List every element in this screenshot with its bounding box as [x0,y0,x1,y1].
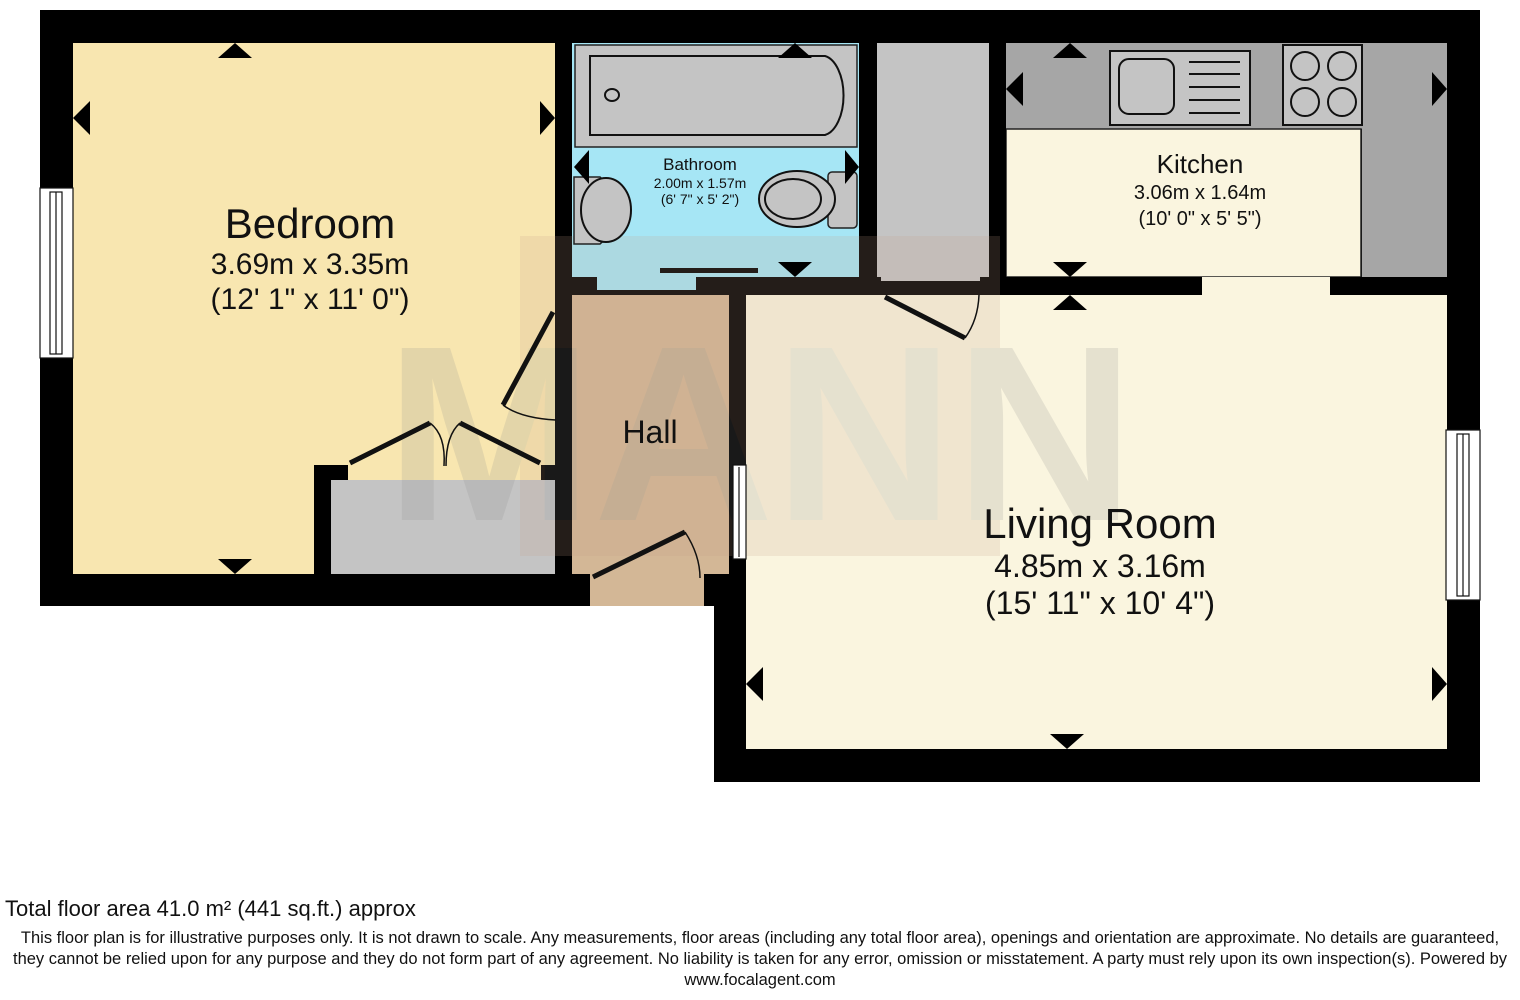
room-name: Hall [622,414,678,450]
room-dimensions-metric: 2.00m x 1.57m [653,174,747,191]
wardrobe [331,480,555,574]
doors [348,294,980,580]
room-dimensions-imperial: (6' 7" x 5' 2") [660,191,740,208]
hall-floor [572,295,729,574]
hob-fixture [1282,44,1363,126]
room-dimensions-imperial: (10' 0" x 5' 5") [1138,207,1262,230]
dimension-arrow-icons [73,43,1447,749]
storage-cupboard [877,43,989,281]
bath-fixture [574,44,858,148]
living-room-floor [746,295,1447,749]
room-label-bathroom: Bathroom 2.00m x 1.57m (6' 7" x 5' 2") [620,155,780,208]
floor-plan: MANN [39,10,1481,782]
svg-text:MANN: MANN [385,294,1135,573]
room-name: Kitchen [1156,149,1244,179]
room-label-kitchen: Kitchen 3.06m x 1.64m (10' 0" x 5' 5") [1090,149,1310,232]
room-dimensions-metric: 4.85m x 3.16m [994,548,1206,585]
room-label-bedroom: Bedroom 3.69m x 3.35m (12' 1" x 11' 0") [160,200,460,317]
disclaimer-text: This floor plan is for illustrative purp… [12,929,1507,989]
room-name: Living Room [983,500,1217,547]
room-name: Bedroom [224,200,396,247]
room-dimensions-imperial: (12' 1" x 11' 0") [210,282,410,316]
total-floor-area: Total floor area 41.0 m² (441 sq.ft.) ap… [5,896,416,921]
room-label-living-room: Living Room 4.85m x 3.16m (15' 11" x 10'… [930,500,1270,622]
hall-entry-floor [590,574,704,606]
room-name: Bathroom [663,155,737,174]
sink-drainer-fixture [1109,50,1251,126]
washbasin-fixture [573,176,632,245]
watermark: MANN [385,236,1135,573]
room-label-hall: Hall [600,414,700,451]
toilet-fixture [758,170,858,229]
kitchen-opening-floor [1202,277,1330,295]
room-dimensions-metric: 3.06m x 1.64m [1133,181,1267,204]
interior-walls [314,43,1447,606]
room-dimensions-imperial: (15' 11" x 10' 4") [984,585,1215,622]
room-dimensions-metric: 3.69m x 3.35m [210,248,410,282]
windows [39,187,1481,601]
